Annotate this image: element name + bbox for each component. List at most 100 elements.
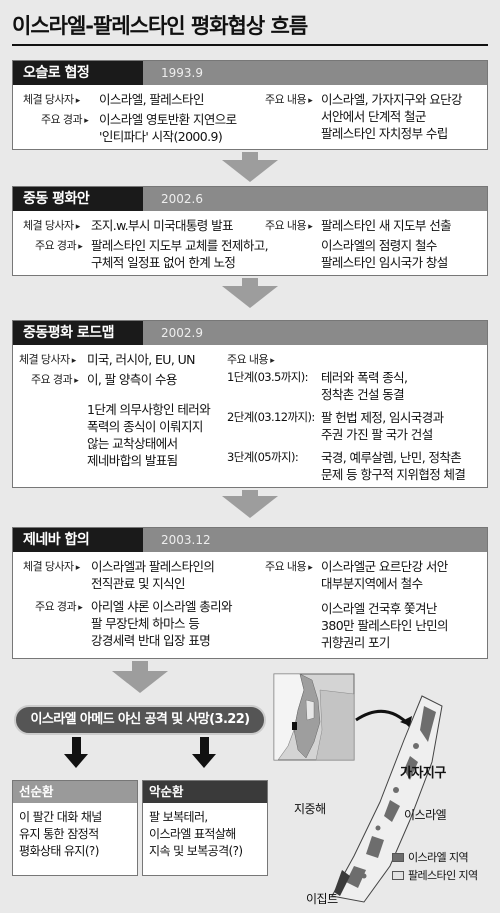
label-parties: 체결 당사자 xyxy=(23,558,80,577)
inset-map xyxy=(273,673,355,761)
label-process: 주요 경과 xyxy=(31,371,78,390)
stage-label: 1단계(03.5까지): xyxy=(227,370,308,384)
map-label-gaza: 가자지구 xyxy=(400,766,446,781)
legend-item: 이스라엘 지역 xyxy=(392,848,478,866)
stage-text: 국경, 예루살렘, 난민, 정착촌 xyxy=(321,450,462,465)
process-extra-text: 않는 교착상태에서 xyxy=(87,436,178,451)
scenario-body: 팔 보복테러, 이스라엘 표적살해 지속 및 보복공격(?) xyxy=(143,803,267,866)
flow-arrow-shaft xyxy=(242,278,258,288)
title-rule xyxy=(12,44,488,46)
process-text: 팔 무장단체 하마스 등 xyxy=(91,616,200,631)
scenario-line: 이 팔간 대화 채널 xyxy=(19,810,102,824)
content-extra-text: 귀향권리 포기 xyxy=(321,635,390,650)
content-extra-text: 380만 팔레스타인 난민의 xyxy=(321,618,449,633)
process-text: '인티파다' 시작(2000.9) xyxy=(99,129,223,144)
zoom-arrow-head xyxy=(400,716,412,726)
flow-arrow-shaft xyxy=(242,490,258,498)
parties-text: 이스라엘과 팔레스타인의 xyxy=(91,559,215,574)
section-name: 중동평화 로드맵 xyxy=(13,321,143,345)
process-text: 강경세력 반대 입장 표명 xyxy=(91,633,211,648)
section-name: 중동 평화안 xyxy=(13,187,143,211)
section-date: 2002.9 xyxy=(161,326,203,340)
scenario-line: 이스라엘 표적살해 xyxy=(149,827,236,841)
page-title: 이스라엘-팔레스타인 평화협상 흐름 xyxy=(12,14,308,38)
flow-arrow-shaft xyxy=(132,661,148,673)
stage-label: 3단계(05까지): xyxy=(227,450,299,464)
scenario-line: 지속 및 보복공격(?) xyxy=(149,844,243,858)
label-content: 주요 내용 xyxy=(265,558,312,577)
stage-text: 정착촌 건설 동결 xyxy=(321,387,405,402)
gaza-map xyxy=(273,673,443,903)
content-text: 이스라엘, 가자지구와 요단강 xyxy=(321,92,463,107)
label-process: 주요 경과 xyxy=(35,237,82,256)
section-date: 2003.12 xyxy=(161,533,211,547)
process-extra-text: 1단계 의무사항인 테러와 xyxy=(87,402,211,417)
legend-label: 이스라엘 지역 xyxy=(408,851,469,864)
content-text: 이스라엘군 요르단강 서안 xyxy=(321,559,448,574)
flow-arrow-head xyxy=(222,160,278,182)
process-text: 이스라엘 영토반환 지연으로 xyxy=(99,112,237,127)
scenario-line: 팔 보복테러, xyxy=(149,810,208,824)
map-label-israel: 이스라엘 xyxy=(404,808,447,822)
label-content: 주요 내용 xyxy=(227,351,274,370)
flow-arrow-head xyxy=(112,671,168,693)
content-text: 팔레스타인 새 지도부 선출 xyxy=(321,218,452,233)
split-arrow-shaft xyxy=(200,737,209,755)
label-parties: 체결 당사자 xyxy=(19,351,76,370)
content-text: 서안에서 단계적 철군 xyxy=(321,109,426,124)
map-label-egypt: 이집트 xyxy=(306,892,338,906)
parties-text: 전직관료 및 지식인 xyxy=(91,576,186,591)
scenario-line: 유지 통한 잠정적 xyxy=(19,827,99,841)
process-text: 아리엘 샤론 이스라엘 총리와 xyxy=(91,599,233,614)
flow-arrow-head xyxy=(222,286,278,308)
content-text: 이스라엘의 점령지 철수 xyxy=(321,238,437,253)
split-arrow-head xyxy=(64,754,88,768)
split-arrow-head xyxy=(192,754,216,768)
scenario-title: 악순환 xyxy=(143,781,267,803)
section-oslo: 오슬로 협정 1993.9 체결 당사자 이스라엘, 팔레스타인 주요 경과 이… xyxy=(12,60,488,150)
label-process: 주요 경과 xyxy=(35,598,82,617)
map-label-sea: 지중해 xyxy=(294,802,326,816)
section-geneva: 제네바 합의 2003.12 체결 당사자 이스라엘과 팔레스타인의 전직관료 … xyxy=(12,527,488,659)
scenario-virtuous: 선순환 이 팔간 대화 채널 유지 통한 잠정적 평화상태 유지(?) xyxy=(12,780,138,876)
zoom-arrow xyxy=(355,709,412,728)
parties-text: 조지.w.부시 미국대통령 발표 xyxy=(91,218,233,233)
map-legend: 이스라엘 지역 팔레스타인 지역 xyxy=(392,848,478,884)
process-text: 이, 팔 양측이 수용 xyxy=(87,372,177,387)
stage-text: 팔 헌법 제정, 임시국경과 xyxy=(321,410,444,425)
process-extra-text: 제네바합의 발표됨 xyxy=(87,453,178,468)
label-content: 주요 내용 xyxy=(265,91,312,110)
label-parties: 체결 당사자 xyxy=(23,91,80,110)
legend-item: 팔레스타인 지역 xyxy=(392,866,478,884)
stage-label: 2단계(03.12까지): xyxy=(227,410,315,424)
parties-text: 미국, 러시아, EU, UN xyxy=(87,352,195,367)
stage-text: 문제 등 항구적 지위협정 체결 xyxy=(321,467,466,482)
section-roadmap: 중동평화 로드맵 2002.9 체결 당사자 미국, 러시아, EU, UN 주… xyxy=(12,320,488,488)
scenario-title: 선순환 xyxy=(13,781,137,803)
section-name: 제네바 합의 xyxy=(13,528,143,552)
stage-text: 테러와 폭력 종식, xyxy=(321,370,408,385)
content-text: 팔레스타인 임시국가 창설 xyxy=(321,255,448,270)
process-text: 팔레스타인 지도부 교체를 전제하고, xyxy=(91,238,269,253)
flow-arrow-shaft xyxy=(242,152,258,162)
gaza-strip xyxy=(331,695,443,903)
section-header: 중동 평화안 2002.6 xyxy=(13,187,487,211)
parties-text: 이스라엘, 팔레스타인 xyxy=(99,92,204,107)
process-extra-text: 폭력의 종식이 이뤄지지 xyxy=(87,419,203,434)
scenario-vicious: 악순환 팔 보복테러, 이스라엘 표적살해 지속 및 보복공격(?) xyxy=(142,780,268,876)
section-header: 제네바 합의 2003.12 xyxy=(13,528,487,552)
process-text: 구체적 일정표 없어 한계 노정 xyxy=(91,255,236,270)
legend-swatch xyxy=(392,870,404,880)
stage-text: 주권 가진 팔 국가 건설 xyxy=(321,427,433,442)
section-header: 중동평화 로드맵 2002.9 xyxy=(13,321,487,345)
scenario-line: 평화상태 유지(?) xyxy=(19,844,99,858)
event-banner: 이스라엘 아메드 야신 공격 및 사망(3.22) xyxy=(14,705,266,735)
section-date: 1993.9 xyxy=(161,66,203,80)
label-process: 주요 경과 xyxy=(41,111,88,130)
legend-label: 팔레스타인 지역 xyxy=(408,869,478,882)
content-extra-text: 이스라엘 건국후 쫓겨난 xyxy=(321,601,437,616)
section-name: 오슬로 협정 xyxy=(13,61,143,85)
label-content: 주요 내용 xyxy=(265,217,312,236)
scenario-body: 이 팔간 대화 채널 유지 통한 잠정적 평화상태 유지(?) xyxy=(13,803,137,866)
